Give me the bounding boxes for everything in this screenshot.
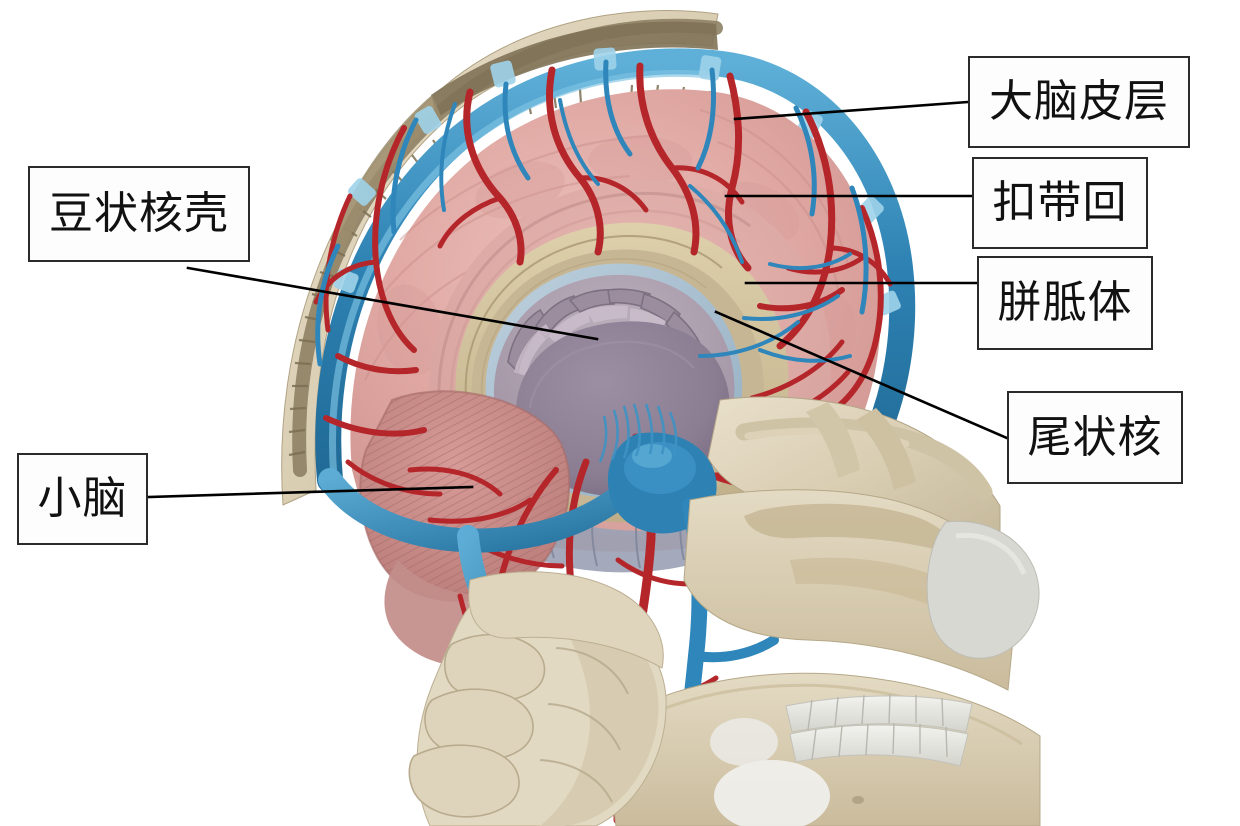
label-text-corpus-callosum: 胼胝体 xyxy=(997,278,1133,327)
teeth-upper xyxy=(785,693,973,733)
teeth-lower xyxy=(789,722,969,767)
label-putamen: 豆状核壳 xyxy=(28,166,250,262)
label-text-cerebral-cortex: 大脑皮层 xyxy=(989,77,1169,126)
label-corpus-callosum: 胼胝体 xyxy=(977,256,1153,350)
label-text-cingulate-gyrus: 扣带回 xyxy=(992,178,1128,227)
transverse-sigmoid-sinus xyxy=(318,403,949,826)
label-text-putamen: 豆状核壳 xyxy=(49,189,229,238)
label-cerebral-cortex: 大脑皮层 xyxy=(968,56,1190,148)
label-cerebellum: 小脑 xyxy=(17,453,148,545)
cervical-vertebrae xyxy=(408,571,667,826)
label-text-cerebellum: 小脑 xyxy=(37,474,128,523)
label-caudate-nucleus: 尾状核 xyxy=(1007,391,1183,484)
hyoid-region xyxy=(710,718,830,826)
label-cingulate-gyrus: 扣带回 xyxy=(972,157,1148,249)
label-text-caudate-nucleus: 尾状核 xyxy=(1027,412,1163,462)
